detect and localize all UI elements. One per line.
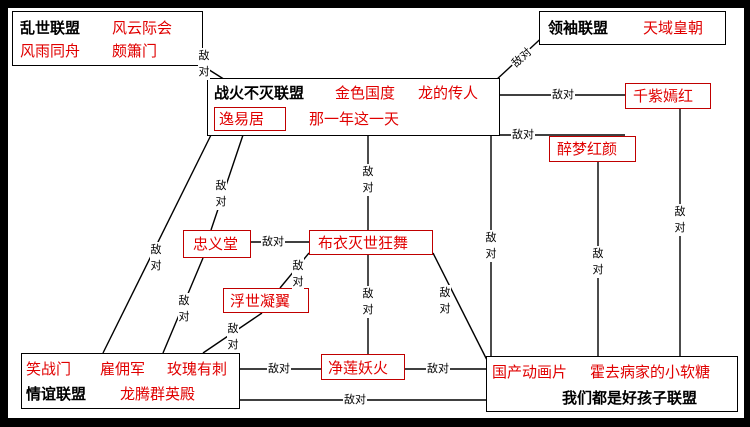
guild-fushi: 浮世凝翼	[223, 288, 309, 313]
relation-label: 敌对	[674, 204, 686, 236]
alliance-zhanhuo-member: 那一年这一天	[309, 110, 400, 128]
alliance-qingyi: 笑战门 雇佣军 玫瑰有刺 情谊联盟 龙腾群英殿	[21, 353, 240, 409]
relation-label: 敌对	[227, 321, 239, 353]
alliance-luanshi-member: 风云际会	[112, 19, 173, 37]
line-buyi-haohaizi	[432, 252, 492, 369]
guild-buyi-label: 布衣灭世狂舞	[318, 234, 409, 252]
alliance-luanshi-member: 颇簫门	[112, 42, 158, 60]
alliance-lingxiu-member: 天域皇朝	[643, 19, 704, 37]
alliance-haohaizi-member: 霍去病家的小软糖	[590, 363, 711, 381]
alliance-haohaizi: 国产动画片 霍去病家的小软糖 我们都是好孩子联盟	[486, 356, 738, 412]
alliance-qingyi-member: 龙腾群英殿	[120, 385, 196, 403]
alliance-haohaizi-name: 我们都是好孩子联盟	[562, 389, 698, 407]
relation-label: 敌对	[362, 286, 374, 318]
relation-label: 敌对	[261, 235, 285, 248]
relation-label: 敌对	[292, 258, 304, 290]
line-zhanhuo-zhongyi	[210, 134, 244, 231]
relation-label: 敌对	[267, 362, 291, 375]
alliance-zhanhuo-member-box: 逸易居	[214, 107, 286, 131]
relation-label: 敌对	[511, 128, 535, 141]
relation-label: 敌对	[439, 285, 451, 317]
alliance-qingyi-member: 玫瑰有刺	[167, 360, 228, 378]
guild-fushi-label: 浮世凝翼	[230, 292, 291, 310]
guild-jinglian: 净莲妖火	[321, 354, 405, 380]
alliance-qingyi-member: 雇佣军	[100, 360, 146, 378]
alliance-zhanhuo: 战火不灭联盟 金色国度 龙的传人 逸易居 那一年这一天	[207, 78, 500, 136]
guild-zuimeng-label: 醉梦红颜	[557, 140, 618, 158]
guild-qianzi-label: 千紫嫣红	[633, 87, 694, 105]
alliance-zhanhuo-member: 逸易居	[219, 110, 265, 128]
relation-label: 敌对	[198, 48, 210, 80]
relation-label: 敌对	[150, 242, 162, 274]
relationship-diagram: 乱世联盟 风云际会 风雨同舟 颇簫门 领袖联盟 天域皇朝 战火不灭联盟 金色国度…	[8, 8, 744, 418]
relation-label: 敌对	[592, 246, 604, 278]
alliance-zhanhuo-member: 龙的传人	[418, 84, 479, 102]
guild-jinglian-label: 净莲妖火	[328, 359, 389, 377]
alliance-luanshi-name: 乱世联盟	[20, 19, 81, 37]
alliance-luanshi-member: 风雨同舟	[20, 42, 81, 60]
alliance-lingxiu-name: 领袖联盟	[548, 19, 609, 37]
guild-zuimeng: 醉梦红颜	[549, 136, 636, 162]
relation-label: 敌对	[551, 88, 575, 101]
guild-zhongyi-label: 忠义堂	[193, 235, 239, 253]
alliance-qingyi-name: 情谊联盟	[26, 385, 87, 403]
alliance-zhanhuo-name: 战火不灭联盟	[214, 84, 305, 102]
guild-qianzi: 千紫嫣红	[625, 83, 711, 109]
alliance-zhanhuo-member: 金色国度	[335, 84, 396, 102]
relation-label: 敌对	[426, 362, 450, 375]
guild-zhongyi: 忠义堂	[183, 230, 251, 258]
relation-label: 敌对	[485, 230, 497, 262]
alliance-luanshi: 乱世联盟 风云际会 风雨同舟 颇簫门	[12, 11, 203, 66]
alliance-haohaizi-member: 国产动画片	[492, 363, 568, 381]
relation-label: 敌对	[343, 393, 367, 406]
relation-label: 敌对	[178, 293, 190, 325]
alliance-qingyi-member: 笑战门	[26, 360, 72, 378]
guild-buyi: 布衣灭世狂舞	[309, 230, 433, 255]
relation-label: 敌对	[215, 178, 227, 210]
alliance-lingxiu: 领袖联盟 天域皇朝	[539, 11, 726, 45]
relation-label: 敌对	[362, 164, 374, 196]
